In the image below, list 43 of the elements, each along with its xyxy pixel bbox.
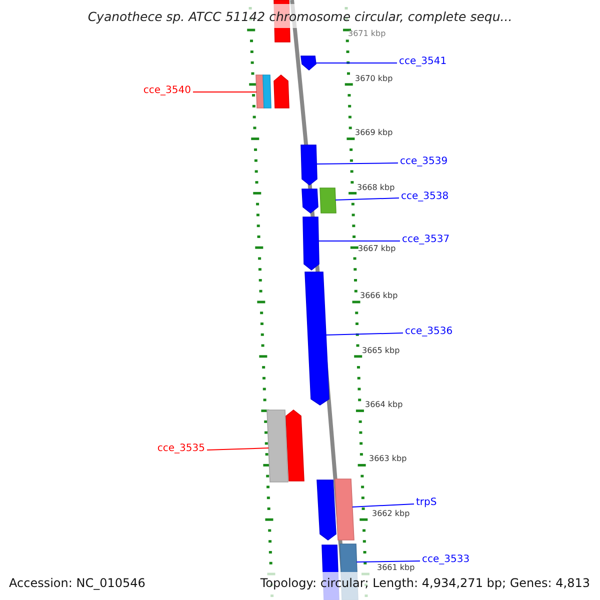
gene-block [256, 74, 264, 108]
gene-block [262, 74, 272, 108]
sequence-info-text: Topology: circular; Length: 4,934,271 bp; Genes: 4,813 [260, 576, 590, 590]
leader-line [334, 198, 400, 200]
gene-block [302, 188, 318, 214]
gene-block [300, 144, 318, 186]
scale-label: 3669 kbp [355, 128, 393, 138]
gene-label: cce_3539 [400, 156, 448, 168]
gene-label: cce_3536 [405, 326, 453, 338]
leader-line [206, 448, 270, 450]
scale-label: 3661 kbp [377, 563, 415, 573]
gene-label: cce_3537 [402, 234, 450, 246]
gene-label: cce_3535 [157, 443, 205, 455]
scale-label: 3662 kbp [372, 509, 410, 519]
scale-label: 3668 kbp [357, 183, 395, 193]
gene-label: cce_3538 [401, 191, 449, 203]
leader-line [316, 162, 398, 164]
gene-block [274, 74, 290, 108]
gene-label: trpS [416, 497, 437, 509]
scale-label: 3666 kbp [360, 291, 398, 301]
scale-label: 3663 kbp [369, 454, 407, 464]
gene-block [316, 480, 336, 540]
scale-label: 3665 kbp [362, 346, 400, 356]
gene-block [300, 56, 316, 71]
accession-text: Accession: NC_010546 [9, 576, 146, 590]
leader-line [352, 504, 414, 508]
gene-block [286, 409, 304, 482]
gene-block [266, 410, 288, 482]
gene-label: cce_3540 [143, 85, 191, 97]
leader-line [356, 560, 420, 562]
gene-block [320, 188, 336, 214]
gene-block [334, 478, 354, 540]
gene-label: cce_3541 [399, 56, 447, 68]
leader-line [318, 240, 400, 242]
scale-label: 3671 kbp [348, 29, 386, 39]
scale-label: 3670 kbp [355, 74, 393, 84]
title: Cyanothece sp. ATCC 51142 chromosome circular, complete sequ... [86, 9, 514, 24]
gene-block [302, 216, 320, 271]
leader-line [325, 332, 404, 336]
gene-label: cce_3533 [422, 554, 470, 566]
scale-label: 3667 kbp [358, 244, 396, 254]
leader-line [315, 62, 398, 64]
scale-label: 3664 kbp [365, 400, 403, 410]
